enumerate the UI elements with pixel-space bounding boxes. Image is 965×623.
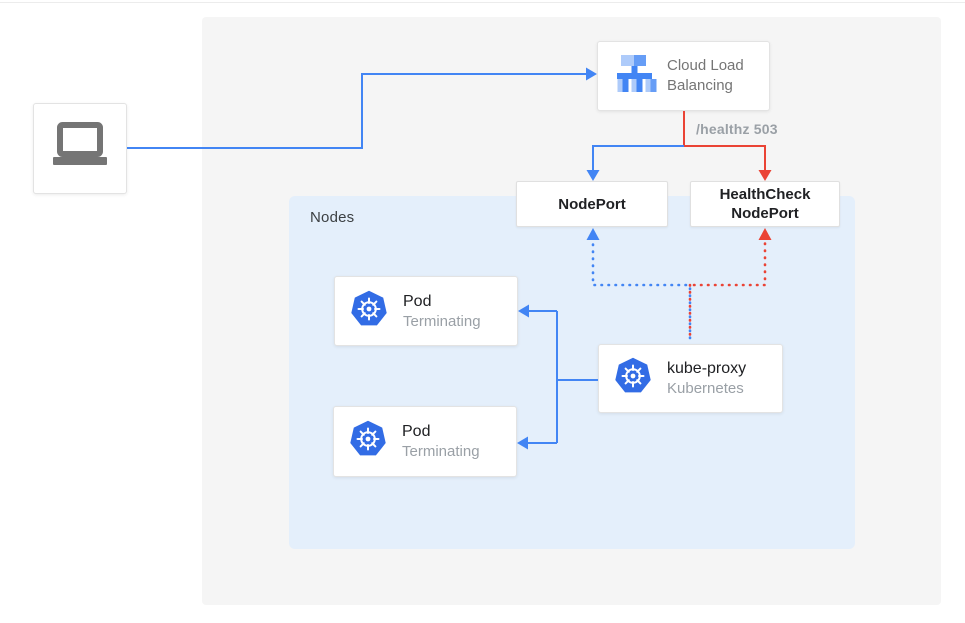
laptop-icon xyxy=(51,121,109,176)
kubernetes-icon xyxy=(613,356,653,401)
load-balancer-icon xyxy=(611,53,657,100)
top-divider xyxy=(0,2,965,3)
kube-proxy-subtitle: Kubernetes xyxy=(667,380,744,397)
load-balancer-label: Cloud Load Balancing xyxy=(667,57,744,94)
pod-node-1: Pod Terminating xyxy=(334,276,518,346)
kube-proxy-node: kube-proxy Kubernetes xyxy=(598,344,783,413)
kube-proxy-title: kube-proxy xyxy=(667,360,747,377)
nodes-panel-label: Nodes xyxy=(310,209,355,226)
kubernetes-icon xyxy=(349,289,389,334)
kubernetes-icon xyxy=(348,419,388,464)
healthcheck-nodeport-node: HealthCheck NodePort xyxy=(690,181,840,227)
pod-status: Terminating xyxy=(402,443,480,460)
cloud-load-balancing-node: Cloud Load Balancing xyxy=(597,41,770,111)
pod-title: Pod xyxy=(402,423,431,440)
healthz-status-label: /healthz 503 xyxy=(696,121,778,137)
pod-node-2: Pod Terminating xyxy=(333,406,517,477)
pod-status: Terminating xyxy=(403,312,481,330)
client-node xyxy=(33,103,127,194)
pod-title: Pod xyxy=(403,292,432,310)
nodeport-node: NodePort xyxy=(516,181,668,227)
